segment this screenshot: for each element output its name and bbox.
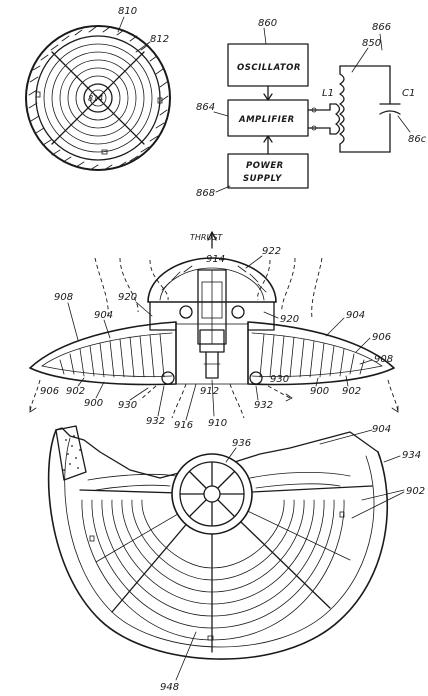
label-900-right: 900: [310, 386, 329, 397]
label-908-left: 908: [54, 292, 73, 303]
block-diagram: OSCILLATOR 860 AMPLIFIER 864 POWER SUPPL…: [196, 18, 427, 199]
label-936: 936: [232, 438, 251, 449]
label-900-bottom-left: 900: [84, 398, 103, 409]
label-910: 910: [208, 418, 227, 429]
label-904-bottom: 904: [372, 424, 391, 435]
label-908-right: 908: [374, 354, 393, 365]
power-supply-label-1: POWER: [246, 161, 284, 171]
thrust-label: THRUST: [190, 233, 223, 242]
label-934: 934: [402, 450, 421, 461]
power-supply-label-2: SUPPLY: [243, 174, 282, 184]
label-c1: C1: [402, 88, 415, 99]
oscillator-label: OSCILLATOR: [237, 63, 301, 73]
label-906-bottom-left: 906: [40, 386, 59, 397]
label-914: 914: [206, 254, 225, 265]
label-906-right: 906: [372, 332, 391, 343]
label-922: 922: [262, 246, 281, 257]
label-866: 866: [372, 22, 391, 33]
label-868: 868: [196, 188, 215, 199]
label-948: 948: [160, 682, 179, 693]
craft-cross-section: THRUST 914 922 908 904 920 920 904 906 9…: [29, 231, 399, 431]
label-864: 864: [196, 102, 215, 113]
label-930-right: 930: [270, 374, 289, 385]
label-810: 810: [118, 6, 137, 17]
label-920-right: 920: [280, 314, 299, 325]
label-904-left: 904: [94, 310, 113, 321]
coil-disk-figure: 810 812 814: [25, 6, 171, 171]
label-916: 916: [174, 420, 193, 431]
label-930-left: 930: [118, 400, 137, 411]
label-902-bottom-left: 902: [66, 386, 85, 397]
label-904-right: 904: [346, 310, 365, 321]
label-932-right: 932: [254, 400, 273, 411]
craft-cutaway-view: 904 936 934 902 948: [47, 424, 425, 693]
label-902-bottom: 902: [406, 486, 425, 497]
label-932-left: 932: [146, 416, 165, 427]
label-850: 850: [362, 38, 381, 49]
label-912: 912: [200, 386, 219, 397]
label-86c: 86c: [408, 134, 427, 145]
label-812: 812: [150, 34, 169, 45]
amplifier-label: AMPLIFIER: [238, 115, 295, 125]
label-814: 814: [88, 94, 103, 103]
label-l1: L1: [322, 88, 334, 99]
label-902-right: 902: [342, 386, 361, 397]
label-920-left: 920: [118, 292, 137, 303]
label-860: 860: [258, 18, 277, 29]
